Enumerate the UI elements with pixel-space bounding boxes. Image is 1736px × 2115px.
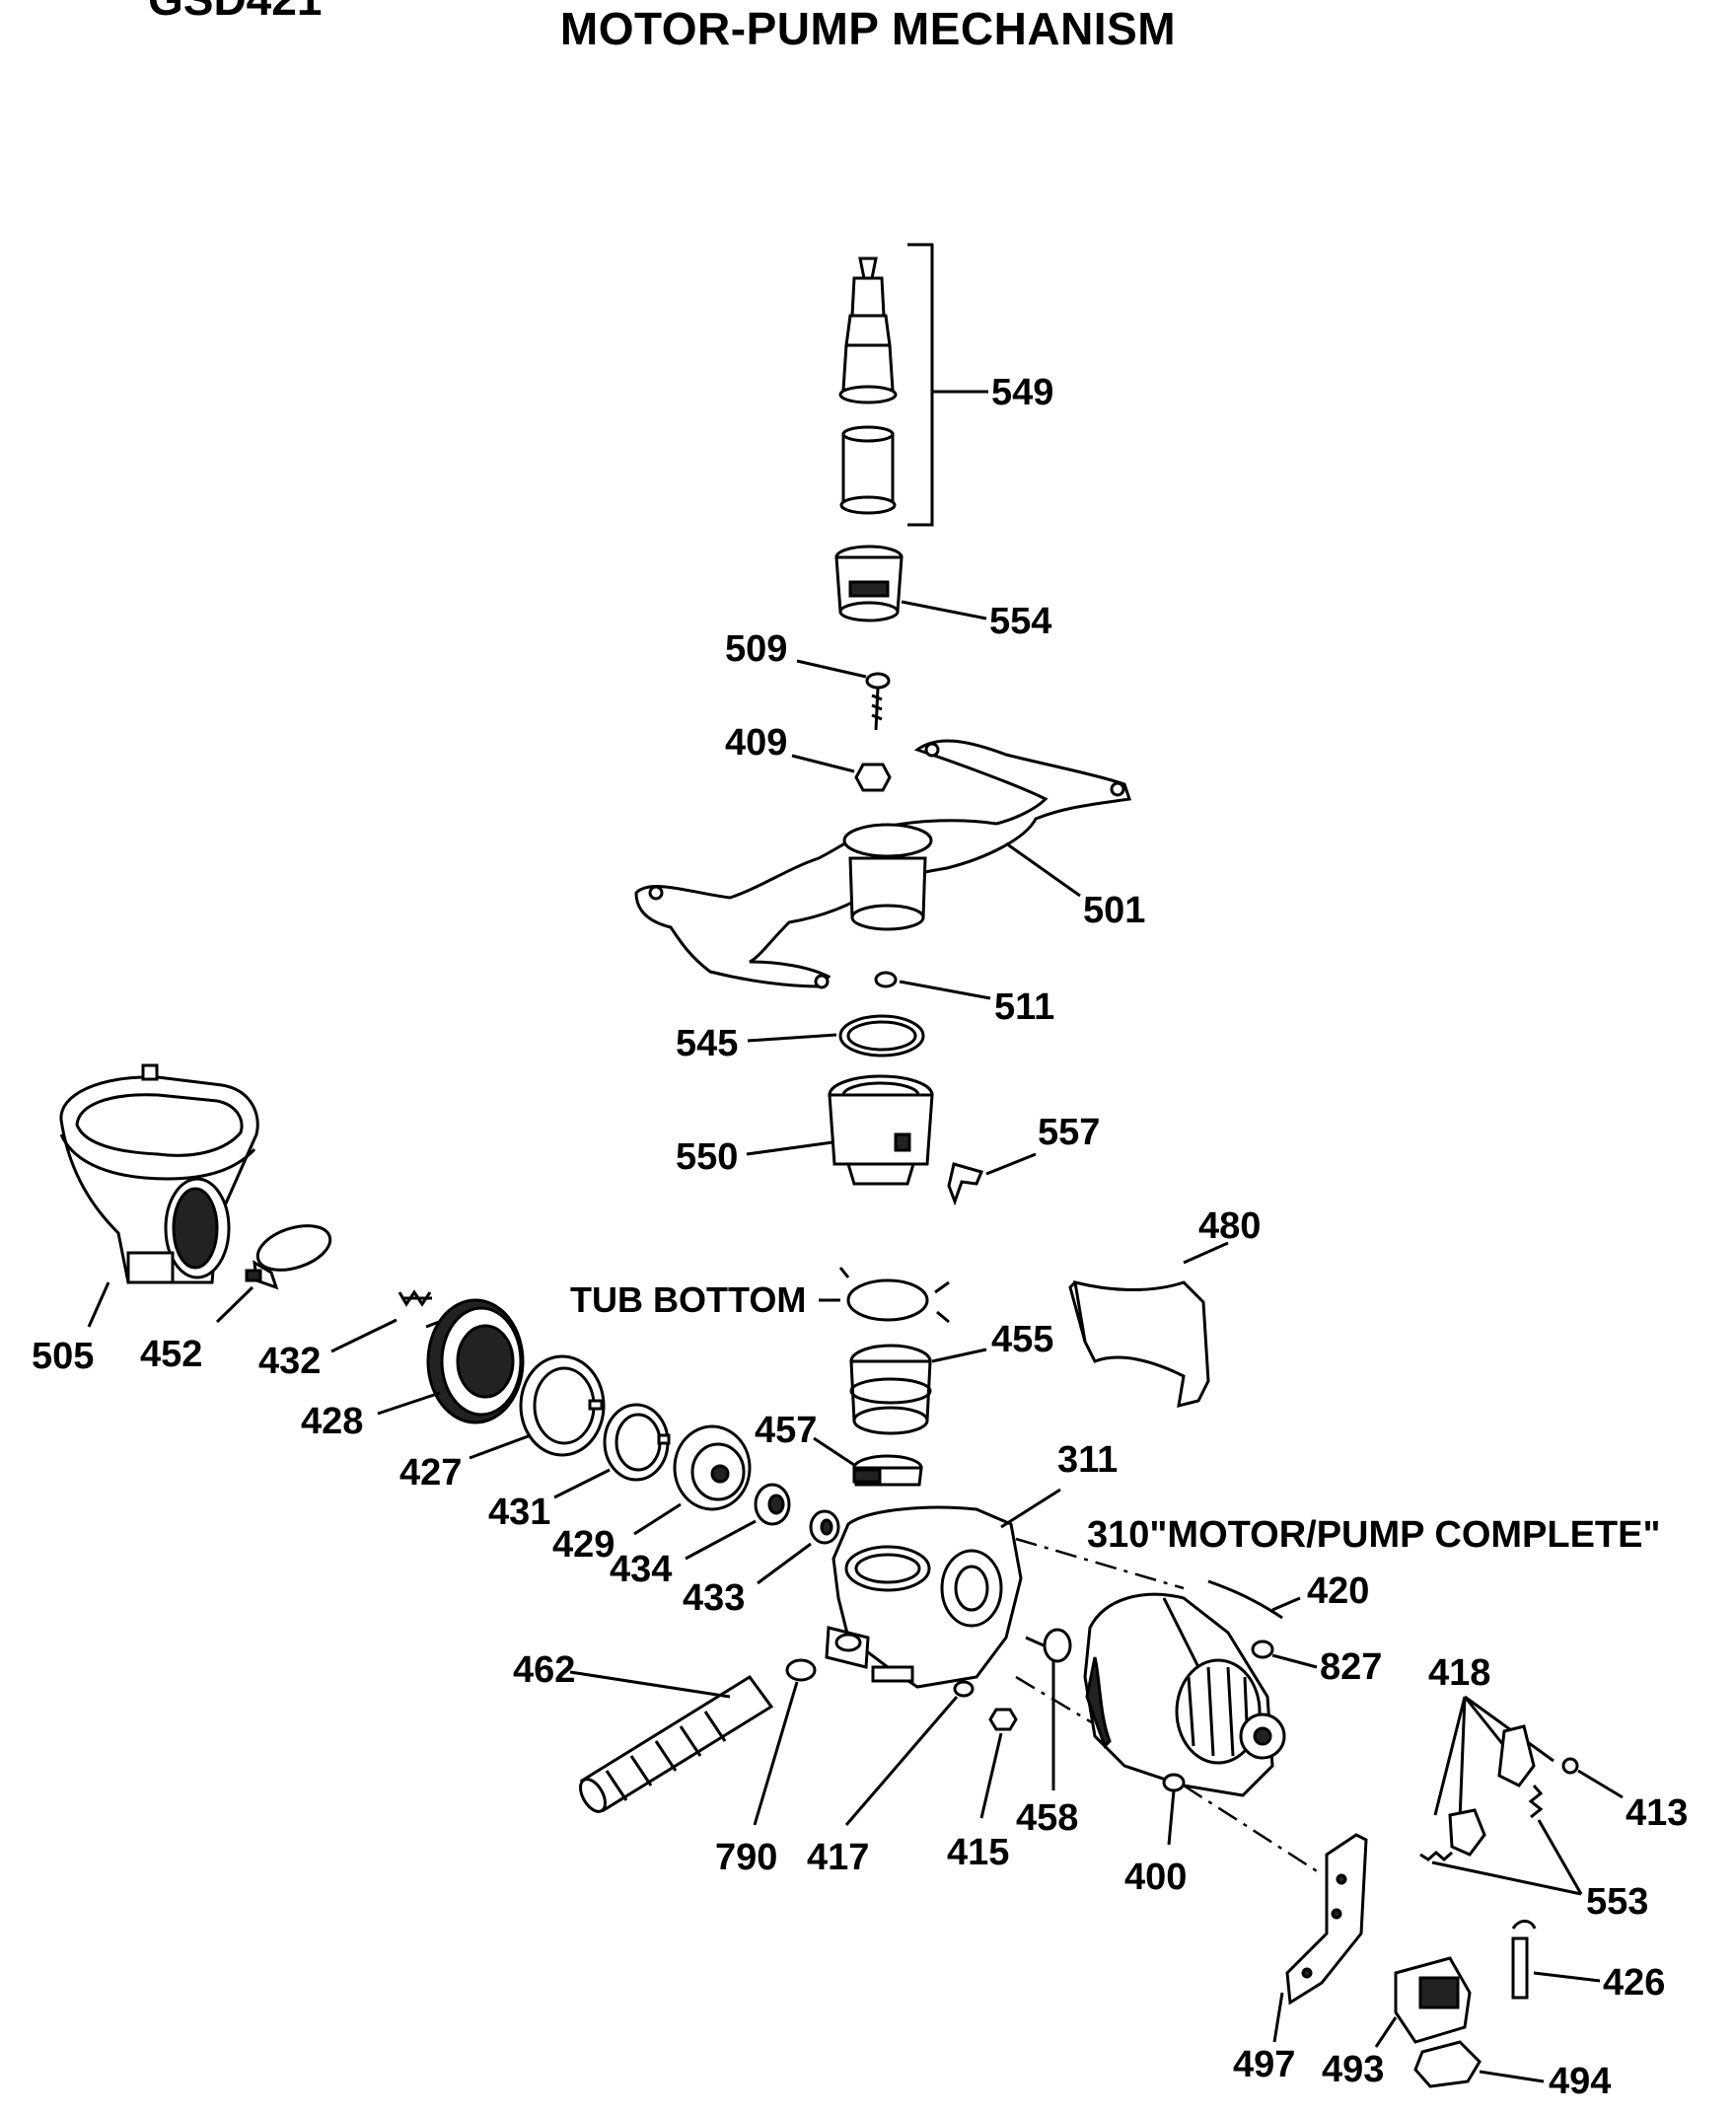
part-827-screw[interactable] bbox=[1251, 1640, 1318, 1669]
callout-428: 428 bbox=[301, 1401, 363, 1442]
callout-457: 457 bbox=[755, 1410, 817, 1451]
part-434-bushing[interactable] bbox=[685, 1483, 791, 1561]
callout-420: 420 bbox=[1307, 1570, 1369, 1612]
part-501-spray-arm[interactable] bbox=[634, 739, 1131, 989]
part-428-impeller[interactable] bbox=[377, 1298, 525, 1424]
part-432-spring[interactable] bbox=[330, 1289, 432, 1353]
part-549-spray-tube[interactable] bbox=[838, 243, 988, 527]
callout-553: 553 bbox=[1586, 1881, 1648, 1923]
callout-505: 505 bbox=[32, 1336, 94, 1377]
part-418-linkage[interactable] bbox=[1433, 1695, 1555, 1857]
tub-bottom-outline bbox=[819, 1267, 950, 1324]
callout-311: 311 bbox=[1057, 1439, 1118, 1481]
part-557-clip[interactable] bbox=[947, 1152, 1037, 1206]
callout-501: 501 bbox=[1083, 890, 1145, 931]
part-452-clamp[interactable] bbox=[215, 1217, 335, 1324]
callout-417: 417 bbox=[807, 1837, 869, 1878]
part-505-inlet-housing[interactable] bbox=[59, 1063, 259, 1328]
callout-493: 493 bbox=[1322, 2049, 1384, 2090]
callout-431: 431 bbox=[488, 1492, 550, 1533]
part-420-wire[interactable] bbox=[1207, 1579, 1301, 1620]
part-553-springs[interactable] bbox=[1419, 1785, 1583, 1896]
part-426-pin[interactable] bbox=[1511, 1920, 1601, 2000]
part-400-screw[interactable] bbox=[1162, 1773, 1323, 1876]
callout-554: 554 bbox=[989, 601, 1051, 642]
page-title: MOTOR-PUMP MECHANISM bbox=[559, 3, 1177, 54]
callout-827: 827 bbox=[1320, 1646, 1382, 1688]
part-431-ring[interactable] bbox=[553, 1403, 671, 1499]
callout-400: 400 bbox=[1124, 1857, 1187, 1898]
callout-427: 427 bbox=[399, 1452, 462, 1494]
callout-432: 432 bbox=[258, 1341, 321, 1382]
part-545-ring[interactable] bbox=[747, 1014, 925, 1058]
callout-462: 462 bbox=[513, 1649, 575, 1691]
corner-fragment-text: GSD421 bbox=[148, 0, 322, 26]
callout-tub-bottom: TUB BOTTOM bbox=[570, 1279, 806, 1320]
callout-434: 434 bbox=[610, 1549, 672, 1590]
part-462-hose[interactable] bbox=[569, 1670, 774, 1816]
callout-452: 452 bbox=[140, 1334, 202, 1375]
part-455-bellows[interactable] bbox=[849, 1344, 987, 1435]
part-550-housing[interactable] bbox=[746, 1074, 934, 1186]
part-427-ring[interactable] bbox=[469, 1354, 606, 1460]
part-433-seal[interactable] bbox=[757, 1509, 840, 1585]
callout-455: 455 bbox=[991, 1319, 1053, 1360]
callout-418: 418 bbox=[1428, 1652, 1490, 1694]
part-509-screw[interactable] bbox=[796, 659, 891, 731]
callout-458: 458 bbox=[1016, 1797, 1078, 1839]
part-311-pump-housing[interactable] bbox=[825, 1488, 1185, 1768]
callout-426: 426 bbox=[1603, 1962, 1665, 2004]
callout-497: 497 bbox=[1233, 2044, 1295, 2085]
callout-509: 509 bbox=[725, 628, 787, 670]
part-415-nut[interactable] bbox=[979, 1708, 1018, 1819]
part-493-solenoid[interactable] bbox=[1374, 1956, 1472, 2048]
callout-511: 511 bbox=[994, 986, 1054, 1028]
callout-415: 415 bbox=[947, 1832, 1009, 1873]
callout-433: 433 bbox=[683, 1577, 745, 1619]
callout-549: 549 bbox=[991, 372, 1053, 413]
callout-409: 409 bbox=[725, 722, 787, 764]
callout-413: 413 bbox=[1626, 1792, 1688, 1834]
part-413-clip[interactable] bbox=[1561, 1757, 1624, 1799]
callout-494: 494 bbox=[1549, 2061, 1611, 2102]
part-458-seal[interactable] bbox=[1025, 1628, 1072, 1790]
callout-545: 545 bbox=[676, 1023, 738, 1064]
callout-557: 557 bbox=[1038, 1112, 1100, 1153]
part-554-cap[interactable] bbox=[834, 545, 987, 622]
part-494-block[interactable] bbox=[1413, 2040, 1545, 2088]
part-457-clamp[interactable] bbox=[813, 1436, 923, 1487]
part-480-shield[interactable] bbox=[1068, 1241, 1229, 1409]
part-497-bracket[interactable] bbox=[1272, 1833, 1368, 2043]
callout-429: 429 bbox=[552, 1524, 615, 1566]
callout-790: 790 bbox=[715, 1837, 777, 1878]
part-511-washer[interactable] bbox=[874, 971, 991, 1000]
callout-550: 550 bbox=[676, 1136, 738, 1178]
part-417-washer[interactable] bbox=[844, 1680, 975, 1826]
callout-310: 310"MOTOR/PUMP COMPLETE" bbox=[1087, 1514, 1661, 1556]
part-429-cover[interactable] bbox=[633, 1424, 752, 1536]
part-310-motor[interactable] bbox=[1083, 1592, 1286, 1797]
part-790-clamp[interactable] bbox=[753, 1658, 817, 1826]
part-409-nut[interactable] bbox=[791, 754, 892, 792]
callout-480: 480 bbox=[1198, 1205, 1261, 1247]
